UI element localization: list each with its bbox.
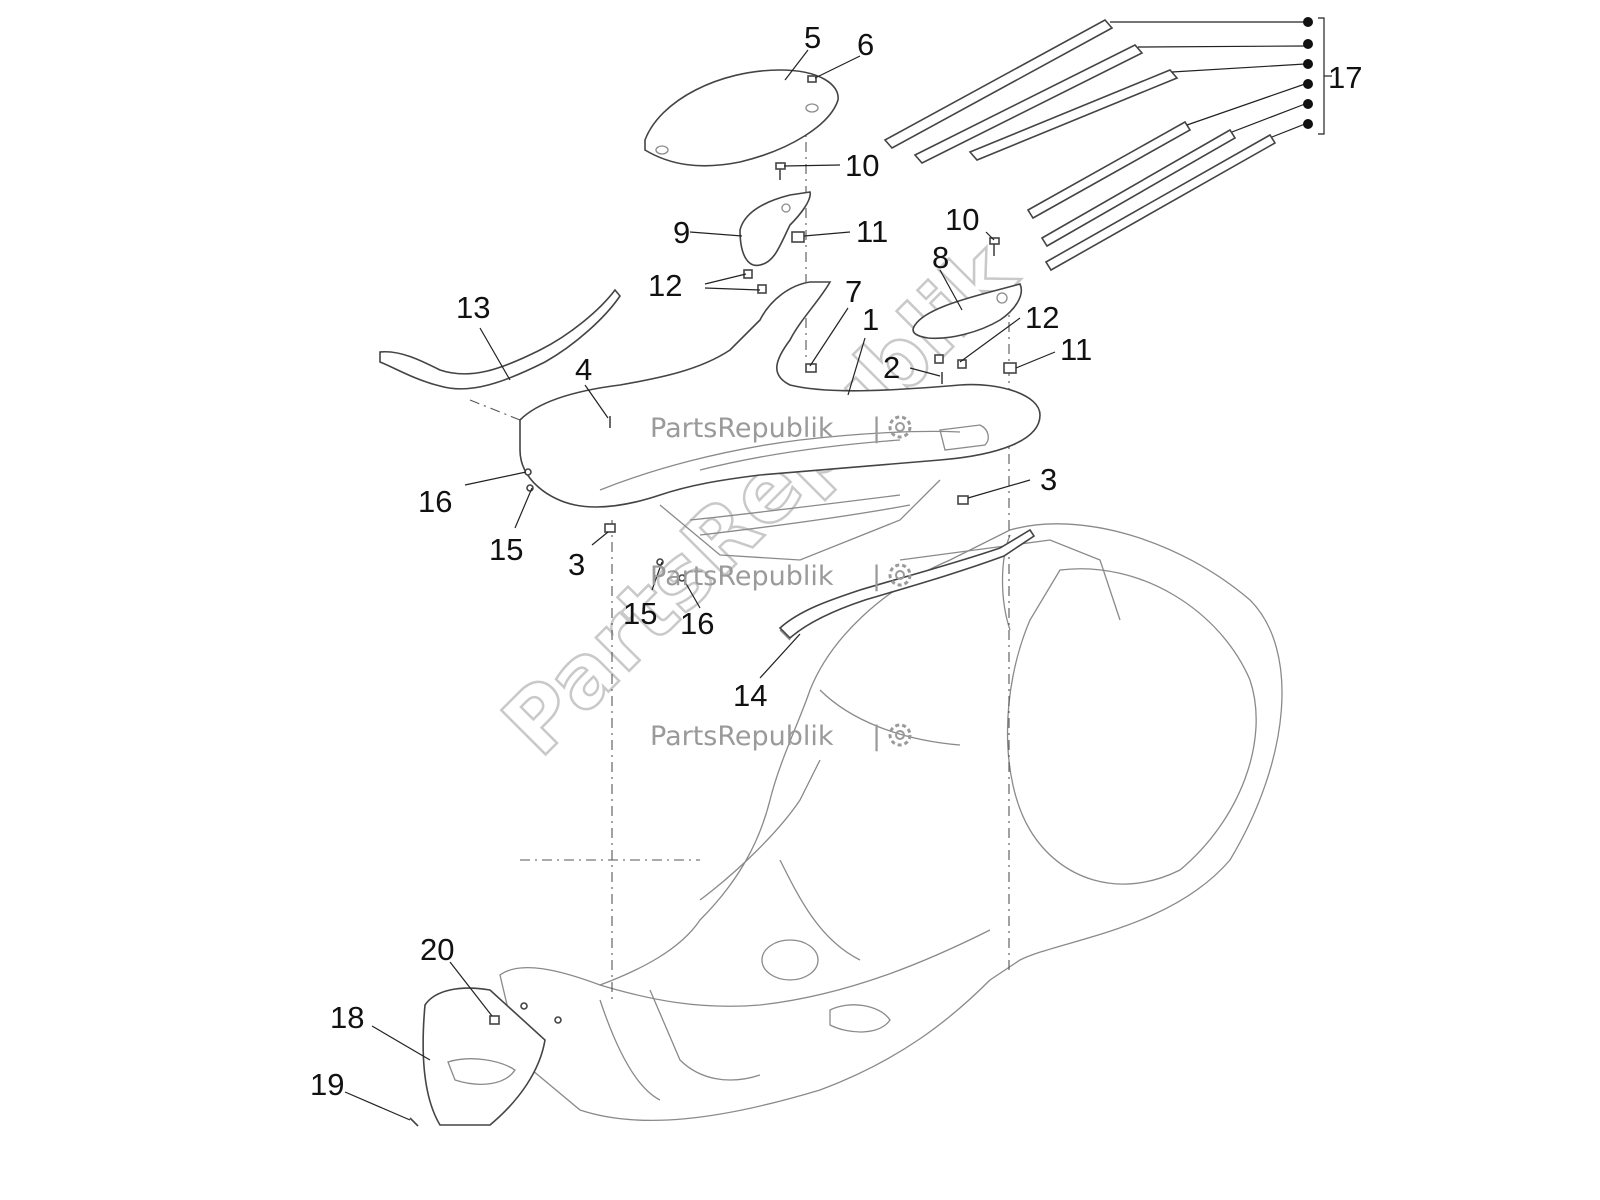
callout-18: 18	[330, 1000, 364, 1035]
part-6-clip	[807, 75, 817, 83]
part-17-rubber-strips	[883, 18, 1277, 272]
part-9-bracket	[739, 191, 811, 267]
callout-19: 19	[310, 1067, 344, 1102]
part-11-clip-b	[1003, 362, 1017, 374]
callouts: 5 6 10 9 11 12 13 7 1 4 10 8 12 2 11 3 1…	[310, 20, 1362, 1102]
gear-icon	[888, 723, 912, 747]
watermark-2-sep: |	[872, 561, 881, 592]
watermark-3-sep: |	[872, 721, 881, 752]
callout-15: 15	[489, 532, 523, 567]
part-3-clip-a	[957, 495, 969, 505]
part-19-screw	[409, 1117, 419, 1127]
callout-16b: 16	[680, 606, 714, 641]
part-3-clip-b	[604, 523, 616, 533]
part-15-fastener-a	[526, 484, 534, 492]
watermark-1-text: PartsRepublik	[650, 413, 834, 444]
watermark-2: PartsRepublik |	[650, 561, 912, 592]
callout-2: 2	[883, 350, 900, 385]
watermark-2-text: PartsRepublik	[650, 561, 834, 592]
watermark-3-text: PartsRepublik	[650, 721, 834, 752]
callout-20: 20	[420, 932, 454, 967]
callout-11b: 11	[1060, 332, 1092, 367]
callout-1: 1	[862, 302, 879, 337]
watermark-1-sep: |	[872, 413, 881, 444]
gear-icon	[888, 563, 912, 587]
callout-13: 13	[456, 290, 490, 325]
callout-10b: 10	[945, 202, 979, 237]
callout-5: 5	[804, 20, 821, 55]
callout-12b: 12	[1025, 300, 1059, 335]
callout-3b: 3	[568, 547, 585, 582]
watermark-1: PartsRepublik |	[650, 413, 912, 444]
callout-9: 9	[673, 215, 690, 250]
callout-11: 11	[856, 214, 888, 249]
callout-12: 12	[648, 268, 682, 303]
callout-16: 16	[418, 484, 452, 519]
part-8-bracket	[912, 283, 1022, 340]
part-13-side-strip	[379, 288, 622, 390]
callout-6: 6	[857, 27, 874, 62]
callout-15b: 15	[623, 596, 657, 631]
callout-4: 4	[575, 352, 592, 387]
bottom-fasteners	[520, 1002, 562, 1024]
part-18-front-plate	[422, 987, 546, 1126]
part-20-clip	[489, 1015, 500, 1025]
part-10-screw-right	[989, 237, 1000, 256]
callout-17: 17	[1328, 60, 1362, 95]
callout-3: 3	[1040, 462, 1057, 497]
part-5-cover	[644, 69, 839, 167]
callout-8: 8	[932, 240, 949, 275]
part-17-leader-lines	[1110, 17, 1332, 138]
gear-icon	[888, 415, 912, 439]
callout-7: 7	[845, 274, 862, 309]
part-1-footboard	[519, 281, 1041, 561]
callout-14: 14	[733, 678, 767, 713]
part-11-clip-a	[791, 231, 805, 243]
leader-lines	[344, 49, 1056, 1121]
part-16-fastener-b	[678, 574, 686, 582]
watermark-3: PartsRepublik |	[650, 721, 912, 752]
part-10-screw-top	[775, 162, 786, 180]
callout-10: 10	[845, 148, 879, 183]
